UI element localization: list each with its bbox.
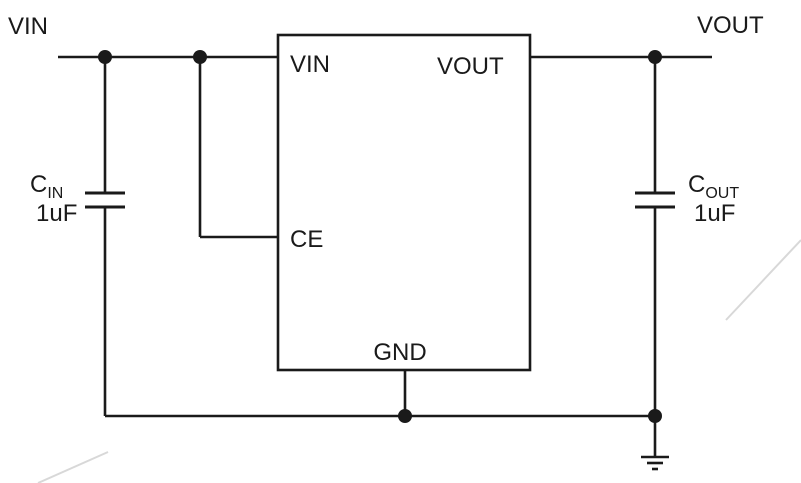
ground-symbol (641, 416, 669, 471)
net-label-vout: VOUT (697, 12, 764, 39)
pin-label-vin: VIN (290, 51, 330, 78)
cin-capacitor (85, 191, 125, 209)
pin-label-vout: VOUT (437, 53, 504, 80)
cout-ref-label: COUT (688, 171, 739, 202)
cin-ref-label: CIN (30, 171, 63, 202)
cout-value-label: 1uF (694, 200, 735, 227)
junction-dot (648, 50, 662, 64)
net-label-vin: VIN (8, 13, 48, 40)
junction-dot (398, 409, 412, 423)
pin-label-gnd: GND (373, 339, 426, 366)
watermark (37, 239, 801, 483)
junction-dot (193, 50, 207, 64)
cin-value-label: 1uF (36, 200, 77, 227)
wires (58, 55, 712, 418)
cout-ref-sub: OUT (705, 185, 739, 202)
cout-capacitor (635, 191, 675, 209)
junctions (98, 50, 662, 423)
junction-dot (648, 409, 662, 423)
watermark-line-left (37, 451, 109, 483)
cin-ref-sub: IN (47, 185, 63, 202)
watermark-line-right (725, 239, 801, 321)
pin-label-ce: CE (290, 226, 323, 253)
cin-ref-main: C (30, 171, 47, 198)
ic-body (276, 33, 532, 372)
junction-dot (98, 50, 112, 64)
cout-ref-main: C (688, 171, 705, 198)
